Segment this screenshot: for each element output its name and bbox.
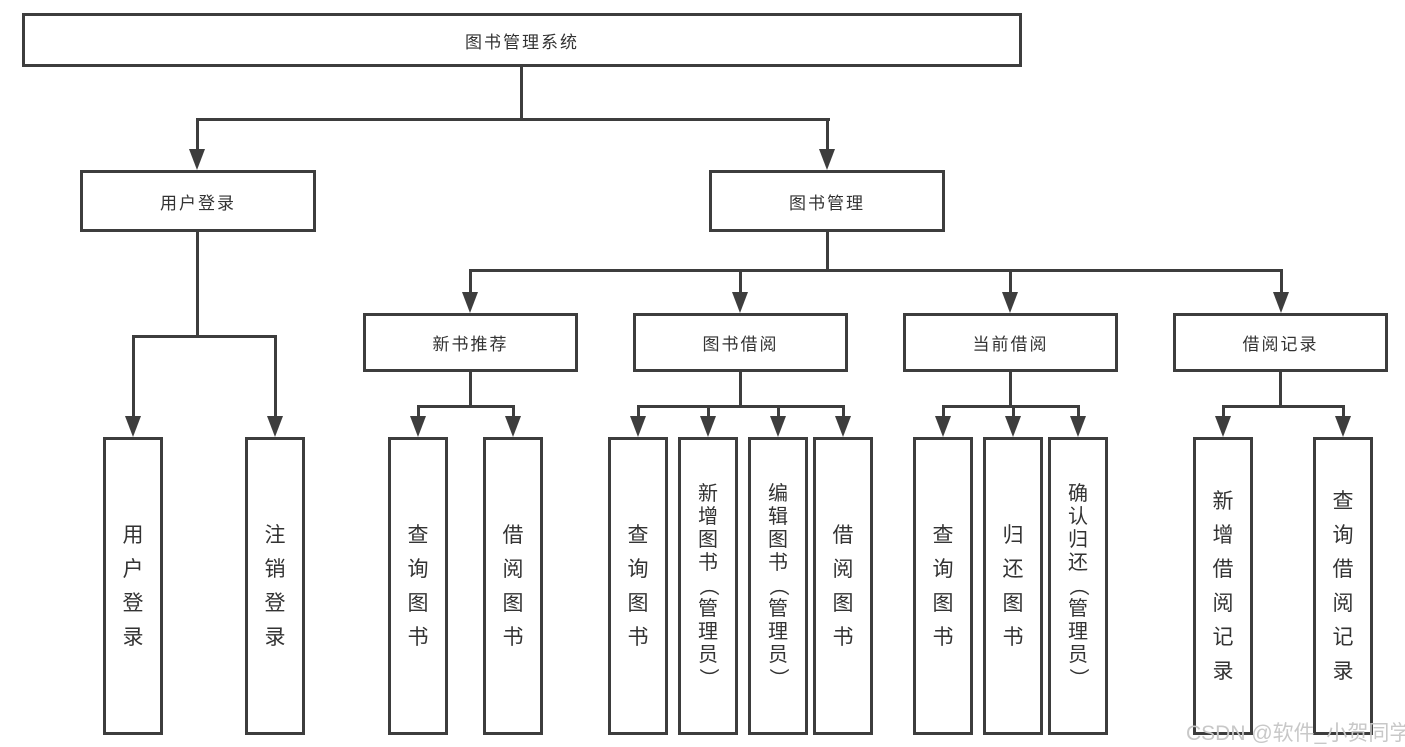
leaf-confirm-return-admin: 确认归还（管理员） — [1048, 437, 1108, 735]
connector-line — [826, 231, 829, 271]
node-current-borrowing: 当前借阅 — [903, 313, 1118, 372]
connector-line — [1279, 370, 1282, 407]
connector-line — [739, 269, 742, 294]
connector-line — [417, 405, 420, 418]
arrowhead-icon — [1273, 292, 1289, 313]
connector-line — [842, 405, 845, 418]
csdn-watermark: CSDN @软件_小贺同学 — [1186, 722, 1405, 745]
arrowhead-icon — [700, 416, 716, 437]
arrowhead-icon — [1335, 416, 1351, 437]
connector-line — [777, 405, 780, 418]
connector-line — [469, 269, 1283, 272]
arrowhead-icon — [267, 416, 283, 437]
leaf-add-book-admin: 新增图书（管理员） — [678, 437, 738, 735]
connector-line — [826, 118, 829, 151]
leaf-borrow-books-recommend: 借阅图书 — [483, 437, 543, 735]
connector-line — [942, 405, 1080, 408]
leaf-query-books-current: 查询图书 — [913, 437, 973, 735]
connector-line — [469, 269, 472, 294]
arrowhead-icon — [935, 416, 951, 437]
connector-line — [1009, 370, 1012, 407]
arrowhead-icon — [1070, 416, 1086, 437]
connector-line — [520, 67, 523, 120]
arrowhead-icon — [630, 416, 646, 437]
leaf-borrow-books: 借阅图书 — [813, 437, 873, 735]
connector-line — [132, 335, 135, 418]
arrowhead-icon — [410, 416, 426, 437]
arrowhead-icon — [732, 292, 748, 313]
connector-line — [132, 335, 277, 338]
leaf-query-borrow-record: 查询借阅记录 — [1313, 437, 1373, 735]
connector-line — [274, 335, 277, 418]
connector-line — [417, 405, 515, 408]
connector-line — [469, 370, 472, 407]
arrowhead-icon — [189, 149, 205, 170]
connector-line — [512, 405, 515, 418]
node-user-login: 用户登录 — [80, 170, 316, 232]
connector-line — [707, 405, 710, 418]
leaf-query-books-borrowing: 查询图书 — [608, 437, 668, 735]
leaf-return-book: 归还图书 — [983, 437, 1043, 735]
connector-line — [196, 118, 199, 151]
connector-line — [1342, 405, 1345, 418]
leaf-edit-book-admin: 编辑图书（管理员） — [748, 437, 808, 735]
arrowhead-icon — [505, 416, 521, 437]
connector-line — [942, 405, 945, 418]
connector-line — [196, 118, 830, 121]
node-borrowing-records: 借阅记录 — [1173, 313, 1388, 372]
arrowhead-icon — [770, 416, 786, 437]
arrowhead-icon — [835, 416, 851, 437]
arrowhead-icon — [1005, 416, 1021, 437]
leaf-add-borrow-record: 新增借阅记录 — [1193, 437, 1253, 735]
leaf-query-books-recommend: 查询图书 — [388, 437, 448, 735]
arrowhead-icon — [819, 149, 835, 170]
connector-line — [196, 231, 199, 337]
node-library-management-system: 图书管理系统 — [22, 13, 1022, 67]
connector-line — [1222, 405, 1225, 418]
connector-line — [1009, 269, 1012, 294]
connector-line — [1222, 405, 1345, 408]
arrowhead-icon — [462, 292, 478, 313]
node-book-borrowing: 图书借阅 — [633, 313, 848, 372]
leaf-user-login: 用户登录 — [103, 437, 163, 735]
node-new-book-recommend: 新书推荐 — [363, 313, 578, 372]
arrowhead-icon — [1215, 416, 1231, 437]
leaf-logout: 注销登录 — [245, 437, 305, 735]
connector-line — [739, 370, 742, 407]
connector-line — [1012, 405, 1015, 418]
arrowhead-icon — [1002, 292, 1018, 313]
connector-line — [637, 405, 640, 418]
node-book-management: 图书管理 — [709, 170, 945, 232]
connector-line — [637, 405, 845, 408]
connector-line — [1077, 405, 1080, 418]
connector-line — [1280, 269, 1283, 294]
arrowhead-icon — [125, 416, 141, 437]
